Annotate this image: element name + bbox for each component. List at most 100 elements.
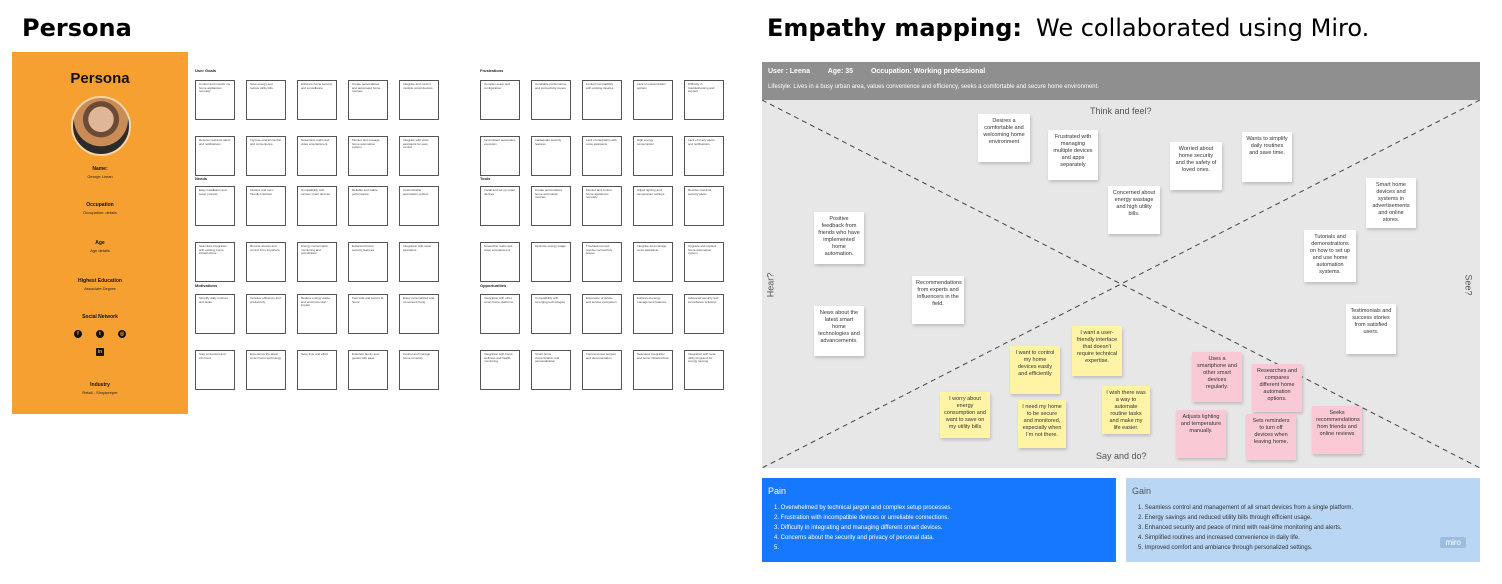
see-note[interactable]: Testimonials and success stories from sa… <box>1346 304 1396 354</box>
persona-note[interactable]: Integrate and manage voice assistants <box>633 242 673 282</box>
persona-note[interactable]: Advanced security and surveillance solut… <box>684 294 724 334</box>
persona-note[interactable]: Enhance home security and surveillance <box>297 80 337 120</box>
instagram-icon[interactable]: ◎ <box>118 330 126 338</box>
persona-note[interactable]: Control and monitor my home appliances r… <box>195 80 235 120</box>
persona-note[interactable]: Lack of customization options <box>633 80 673 120</box>
persona-note[interactable]: Compatibility with emerging technologies <box>531 294 571 334</box>
persona-note[interactable]: Integration with local utility programs … <box>684 350 724 390</box>
persona-note[interactable]: Enjoy personalized and convenient living <box>399 294 439 334</box>
say-note-yellow[interactable]: I want a user-friendly interface that do… <box>1072 326 1122 376</box>
persona-note[interactable]: Create personalized and automated home r… <box>348 80 388 120</box>
persona-note[interactable]: Save energy and reduce utility bills <box>246 80 286 120</box>
say-note-yellow[interactable]: I worry about energy consumption and wan… <box>940 392 990 438</box>
say-note-yellow[interactable]: I want to control my home devices easily… <box>1010 346 1060 394</box>
user-goals-title: User Goals <box>195 68 216 73</box>
say-note-pink[interactable]: Sets reminders to turn off devices when … <box>1246 414 1296 460</box>
think-note[interactable]: Worried about home security and the safe… <box>1170 142 1222 190</box>
persona-note[interactable]: Adjust lighting and temperature settings <box>633 186 673 226</box>
persona-note[interactable]: Smart home customization and personaliza… <box>531 350 571 390</box>
hear-note[interactable]: Positive feedback from friends who have … <box>814 212 864 264</box>
persona-note[interactable]: Improve overall comfort and convenience <box>246 136 286 176</box>
persona-note[interactable]: Seamless integration and home infrastruc… <box>633 350 673 390</box>
think-note[interactable]: Wants to simplify daily routines and sav… <box>1242 132 1292 182</box>
social-row-1: f t ◎ <box>12 330 188 338</box>
persona-note[interactable]: Lack of timely alerts and notifications <box>684 136 724 176</box>
persona-note[interactable]: Inconsistent automation execution <box>480 136 520 176</box>
say-note-pink[interactable]: Adjusts lighting and temperature manuall… <box>1176 410 1226 458</box>
say-note-yellow[interactable]: I wish there was a way to automate routi… <box>1102 386 1150 434</box>
social-row-2: in <box>12 348 188 356</box>
persona-note[interactable]: Remote access and control from anywhere <box>246 242 286 282</box>
hear-note[interactable]: Recommendations from experts and influen… <box>912 276 964 324</box>
persona-note[interactable]: Increase efficiency and productivity <box>246 294 286 334</box>
persona-note[interactable]: Integration with other smart home platfo… <box>480 294 520 334</box>
say-note-pink[interactable]: Researches and compares different home a… <box>1252 364 1302 412</box>
persona-note[interactable]: Customizable automation options <box>399 186 439 226</box>
empathy-heading-note: We collaborated using Miro. <box>1036 14 1369 42</box>
persona-note[interactable]: Stay connected and informed <box>195 350 235 390</box>
persona-note[interactable]: Expansion of device and service ecosyste… <box>582 294 622 334</box>
persona-note[interactable]: Integrate and control multiple smart dev… <box>399 80 439 120</box>
persona-note[interactable]: Intuitive and user-friendly interface <box>246 186 286 226</box>
empathy-heading: Empathy mapping:We collaborated using Mi… <box>767 14 1369 42</box>
see-note[interactable]: Tutorials and demonstrations on how to s… <box>1304 230 1356 282</box>
social-label: Social Network <box>12 314 188 320</box>
tools-title: Tools <box>480 176 490 181</box>
persona-note[interactable]: Create personalized home automation rout… <box>531 186 571 226</box>
opportunities-title: Opportunities <box>480 283 506 288</box>
pain-item: 3. Difficulty in integrating and managin… <box>774 523 952 533</box>
persona-note[interactable]: Limited compatibility with existing devi… <box>582 80 622 120</box>
persona-note[interactable]: Monitor and manage home automation syste… <box>348 136 388 176</box>
persona-note[interactable]: Troubleshoot and resolve connectivity is… <box>582 242 622 282</box>
persona-note[interactable]: Unreliable performance and connectivity … <box>531 80 571 120</box>
persona-note[interactable]: Experience the latest smart home technol… <box>246 350 286 390</box>
persona-note[interactable]: Compatibility with various smart devices <box>297 186 337 226</box>
persona-note[interactable]: Optimize energy usage <box>531 242 571 282</box>
persona-note[interactable]: Integration with home wellness and healt… <box>480 350 520 390</box>
facebook-icon[interactable]: f <box>74 330 82 338</box>
say-note-yellow[interactable]: I need my home to be secure and monitore… <box>1018 400 1066 448</box>
persona-note[interactable]: Streamline audio and video entertainment <box>297 136 337 176</box>
persona-note[interactable]: Receive real-time alerts and notificatio… <box>195 136 235 176</box>
linkedin-icon[interactable]: in <box>96 348 104 356</box>
say-note-pink[interactable]: Uses a smartphone and other smart device… <box>1192 352 1242 402</box>
think-note[interactable]: Concerned about energy wastage and high … <box>1108 186 1160 234</box>
persona-note[interactable]: Complex setup and configuration <box>480 80 520 120</box>
persona-note[interactable]: Install and set up smart devices <box>480 186 520 226</box>
occupation-label: Occupation <box>12 202 188 208</box>
persona-note[interactable]: Inadequate security features <box>531 136 571 176</box>
persona-note[interactable]: Integrate with voice assistants for easy… <box>399 136 439 176</box>
persona-note[interactable]: Simplify daily routines and tasks <box>195 294 235 334</box>
pain-item: 5. <box>774 543 952 553</box>
persona-note[interactable]: Save time and effort <box>297 350 337 390</box>
persona-note[interactable]: Reliable and stable performance <box>348 186 388 226</box>
persona-note[interactable]: Easy installation and setup process <box>195 186 235 226</box>
say-note-pink[interactable]: Seeks recommendations from friends and o… <box>1312 406 1362 454</box>
persona-note[interactable]: Entertain family and guests with ease <box>348 350 388 390</box>
persona-note[interactable]: Control and manage home remotely <box>399 350 439 390</box>
persona-note[interactable]: Reduce energy waste and environmental im… <box>297 294 337 334</box>
persona-note[interactable]: Receive real-time security alerts <box>684 186 724 226</box>
persona-note[interactable]: Energy consumption monitoring and optimi… <box>297 242 337 282</box>
persona-note[interactable]: Streamline audio and video entertainment <box>480 242 520 282</box>
empathy-board: Think and feel? Say and do? Hear? See? D… <box>762 100 1480 468</box>
persona-note[interactable]: Improved user support and documentation <box>582 350 622 390</box>
persona-note[interactable]: Monitor and control home appliances remo… <box>582 186 622 226</box>
persona-note[interactable]: Difficulty in troubleshooting and suppor… <box>684 80 724 120</box>
persona-note[interactable]: Enhanced energy management features <box>633 294 673 334</box>
see-note[interactable]: Smart home devices and systems in advert… <box>1366 178 1416 228</box>
persona-note[interactable]: Feel safe and secure at home <box>348 294 388 334</box>
persona-note[interactable]: Seamless integration with existing home … <box>195 242 235 282</box>
age-value: Age details <box>12 248 188 253</box>
persona-note[interactable]: Integration with voice assistants <box>399 242 439 282</box>
think-note[interactable]: Frustrated with managing multiple device… <box>1048 130 1098 180</box>
persona-note[interactable]: High energy consumption <box>633 136 673 176</box>
say-label: Say and do? <box>1096 451 1147 461</box>
hear-note[interactable]: News about the latest smart home technol… <box>814 306 864 356</box>
persona-card-title: Persona <box>12 70 188 87</box>
persona-note[interactable]: Lack of integration with voice assistant… <box>582 136 622 176</box>
twitter-icon[interactable]: t <box>96 330 104 338</box>
persona-note[interactable]: Upgrade and expand home automation syste… <box>684 242 724 282</box>
think-note[interactable]: Desires a comfortable and welcoming home… <box>978 114 1030 162</box>
persona-note[interactable]: Enhanced home security features <box>348 242 388 282</box>
